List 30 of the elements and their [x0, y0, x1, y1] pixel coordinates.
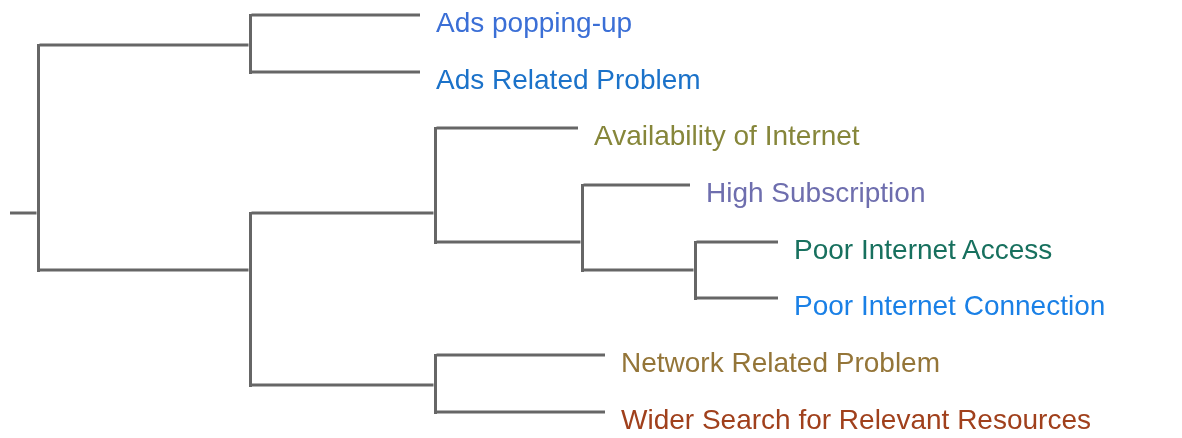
- branch-junction: [248, 211, 252, 387]
- branch-junction: [433, 126, 437, 244]
- leaf-label: Availability of Internet: [578, 119, 860, 153]
- branch-line: [583, 268, 694, 272]
- branch-line: [696, 240, 778, 244]
- leaf-label: Ads Related Problem: [420, 63, 701, 97]
- branch-line: [10, 211, 37, 215]
- leaf-label: High Subscription: [690, 176, 926, 210]
- branch-line: [39, 43, 249, 47]
- branch-line: [583, 183, 690, 187]
- branch-line: [436, 126, 578, 130]
- branch-line: [251, 13, 420, 17]
- branch-line: [436, 353, 605, 357]
- branch-line: [251, 70, 420, 74]
- branch-line: [39, 268, 249, 272]
- branch-line: [251, 211, 434, 215]
- branch-line: [436, 410, 605, 414]
- branch-junction: [693, 240, 697, 300]
- leaf-label: Network Related Problem: [605, 346, 941, 380]
- leaf-label: Poor Internet Access: [778, 233, 1053, 267]
- branch-line: [696, 296, 778, 300]
- branch-junction: [580, 183, 584, 272]
- branch-junction: [36, 43, 40, 272]
- leaf-label: Poor Internet Connection: [778, 289, 1106, 323]
- branch-junction: [248, 13, 252, 74]
- branch-junction: [433, 353, 437, 414]
- branch-line: [251, 383, 434, 387]
- branch-line: [436, 240, 581, 244]
- leaf-label: Wider Search for Relevant Resources: [605, 403, 1091, 437]
- leaf-label: Ads popping-up: [420, 6, 633, 40]
